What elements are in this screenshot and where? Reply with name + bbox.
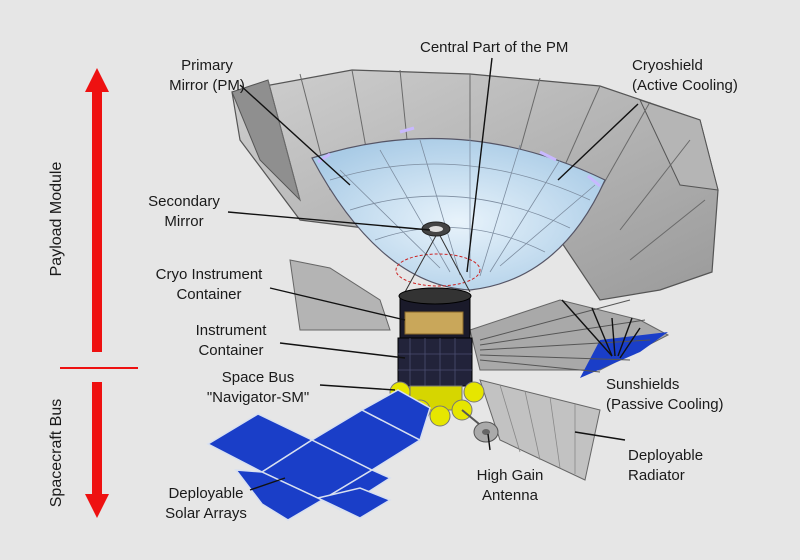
cryoshield-label-line2: (Active Cooling) bbox=[632, 77, 738, 94]
solar-label-line1: Deployable bbox=[168, 485, 244, 502]
instrument-container-label: Instrument Container bbox=[184, 321, 278, 361]
cryo-container-label-line2: Container bbox=[176, 286, 242, 303]
instrument-container-label-line2: Container bbox=[198, 342, 264, 359]
space-bus-label-line2: "Navigator-SM" bbox=[206, 389, 310, 406]
solar-arrays-label: Deployable Solar Arrays bbox=[154, 484, 258, 524]
cryo-instrument-container bbox=[398, 287, 472, 339]
payload-module-label: Payload Module bbox=[48, 161, 65, 277]
antenna-label-line1: High Gain bbox=[476, 467, 544, 484]
central-part-outline bbox=[395, 253, 481, 287]
leader-lines bbox=[227, 57, 641, 491]
sunshields bbox=[289, 259, 670, 378]
radiator-label-line2: Radiator bbox=[628, 467, 685, 484]
radiator-label-line1: Deployable bbox=[628, 447, 704, 464]
space-bus-label: Space Bus "Navigator-SM" bbox=[196, 368, 320, 408]
spacecraft-bus-label: Spacecraft Bus bbox=[48, 398, 65, 508]
cryoshield-label-line1: Cryoshield bbox=[632, 57, 703, 74]
sunshields-label: Sunshields (Passive Cooling) bbox=[606, 375, 724, 415]
sunshields-label-line2: (Passive Cooling) bbox=[606, 396, 724, 413]
spacecraft-bus-arrow bbox=[85, 382, 109, 518]
solar-arrays bbox=[206, 389, 431, 521]
sunshields-label-line1: Sunshields bbox=[606, 376, 680, 393]
instrument-container bbox=[397, 337, 473, 387]
primary-mirror-label: Primary Mirror (PM) bbox=[166, 56, 248, 96]
cryoshield-label: Cryoshield (Active Cooling) bbox=[632, 56, 738, 96]
primary-mirror-label-line1: Primary bbox=[181, 57, 233, 74]
central-part-label: Central Part of the PM bbox=[420, 39, 569, 56]
high-gain-antenna-label: High Gain Antenna bbox=[460, 466, 560, 506]
high-gain-antenna bbox=[461, 409, 499, 443]
deployable-radiator-label: Deployable Radiator bbox=[628, 446, 703, 486]
space-bus-label-line1: Space Bus bbox=[221, 369, 295, 386]
deployable-radiator bbox=[479, 379, 601, 481]
cryo-instrument-container-label: Cryo Instrument Container bbox=[144, 265, 274, 305]
secondary-mirror-label-line1: Secondary bbox=[148, 193, 220, 210]
instrument-container-label-line1: Instrument bbox=[195, 322, 267, 339]
solar-label-line2: Solar Arrays bbox=[165, 505, 247, 522]
secondary-mirror-label-line2: Mirror bbox=[164, 213, 204, 230]
primary-mirror bbox=[311, 126, 606, 293]
cryo-container-label-line1: Cryo Instrument bbox=[155, 266, 263, 283]
primary-mirror-label-line2: Mirror (PM) bbox=[169, 77, 245, 94]
payload-arrow bbox=[85, 68, 109, 352]
secondary-mirror-label: Secondary Mirror bbox=[134, 192, 234, 232]
antenna-label-line2: Antenna bbox=[482, 487, 538, 504]
